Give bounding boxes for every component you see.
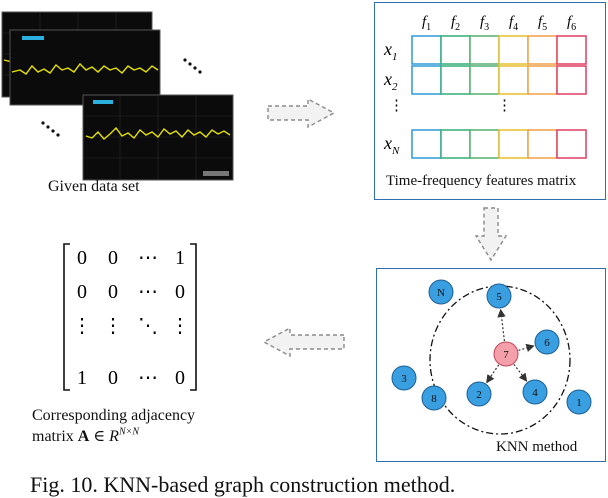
adjacency-cell: 0 (175, 281, 185, 303)
row-ellipsis: ⋮ (389, 98, 404, 114)
scope-screen-front (82, 94, 234, 181)
graph-node-label: 1 (576, 397, 582, 409)
graph-node-label: 6 (544, 337, 550, 349)
feature-matrix: f1 f2 f3 f4 f5 f6 x1 x2 xN ⋮ ⋮ (383, 14, 587, 159)
arrow-left (262, 326, 345, 358)
graph-node (391, 365, 417, 391)
scope-screen-middle (9, 29, 161, 106)
center-node (493, 341, 519, 367)
center-node-label: 7 (503, 349, 509, 361)
adjacency-cell: 1 (77, 367, 87, 389)
matrix-cell (556, 129, 587, 159)
matrix-cell (411, 65, 442, 95)
arrow-down (474, 207, 508, 262)
matrix-cell (498, 129, 529, 159)
knn-edge (513, 363, 528, 382)
knn-edge (497, 308, 506, 342)
caption-matrix-word: matrix (32, 428, 78, 445)
knn-caption: KNN method (496, 439, 578, 455)
dataset-caption: Given data set (48, 178, 140, 195)
caption-real-symbol: R (109, 428, 119, 445)
matrix-cell (556, 35, 587, 65)
adjacency-caption-line1: Corresponding adjacency (32, 407, 196, 424)
caption-in-symbol: ∈ (89, 428, 110, 445)
matrix-bracket-left (63, 243, 70, 391)
neighborhood-circle (429, 285, 571, 435)
row-label: x1 (383, 39, 398, 63)
matrix-cell (411, 129, 442, 159)
adjacency-cell: 0 (108, 367, 118, 389)
graph-node-label: 5 (496, 291, 502, 303)
row-label: xN (383, 133, 400, 157)
adjacency-caption-line2: matrix A ∈ RN×N (32, 426, 139, 446)
graph-node (466, 381, 492, 407)
dataset-figure (1, 11, 234, 181)
graph-node (522, 379, 548, 405)
matrix-cell (469, 129, 500, 159)
adjacency-cell: 0 (77, 281, 87, 303)
column-header: f6 (567, 14, 576, 33)
adjacency-cell: ⋮ (72, 315, 92, 337)
scope-waveform (85, 126, 231, 140)
knn-edge (486, 364, 500, 384)
graph-node-label: 2 (476, 389, 482, 401)
knn-edge (518, 343, 535, 352)
column-header: f3 (480, 14, 489, 33)
graph-node (428, 279, 454, 305)
dataset-ellipsis (41, 58, 202, 137)
column-header: f1 (422, 14, 431, 33)
adjacency-cell: 0 (175, 367, 185, 389)
adjacency-cell: 1 (175, 247, 185, 269)
adjacency-cell: 0 (108, 247, 118, 269)
adjacency-cell: ⋯ (138, 367, 158, 389)
matrix-cell (498, 65, 529, 95)
knn-graph: N 5 6 3 8 2 4 1 7 (391, 279, 592, 435)
scope-footer-label (203, 171, 229, 176)
graph-node-label: 3 (401, 373, 407, 385)
graph-node (486, 283, 512, 309)
adjacency-cell: 0 (108, 281, 118, 303)
graph-node (421, 385, 447, 411)
matrix-cell (556, 65, 587, 95)
feature-matrix-panel (374, 2, 606, 200)
column-header: f5 (538, 14, 547, 33)
matrix-cell (527, 65, 558, 95)
matrix-cell (440, 65, 471, 95)
matrix-cell (527, 35, 558, 65)
caption-matrix-symbol: A (77, 428, 90, 445)
adjacency-cell: ⋯ (138, 247, 158, 269)
adjacency-cell: 0 (77, 247, 87, 269)
arrow-right (267, 97, 336, 129)
matrix-cell (469, 65, 500, 95)
matrix-cell (527, 129, 558, 159)
graph-node (534, 329, 560, 355)
graph-node-label: 8 (431, 393, 437, 405)
caption-dimension: N×N (118, 426, 140, 438)
figure-caption: Fig. 10. KNN-based graph construction me… (30, 472, 456, 497)
graph-node-label: N (437, 287, 445, 299)
row-label: x2 (383, 69, 398, 93)
adjacency-cell: ⋯ (138, 281, 158, 303)
column-header: f4 (509, 14, 518, 33)
scope-waveform (11, 62, 159, 75)
adjacency-cell: ⋱ (138, 315, 158, 337)
knn-panel (376, 268, 606, 462)
matrix-cell (469, 35, 500, 65)
matrix-cell (440, 129, 471, 159)
matrix-cell (440, 35, 471, 65)
adjacency-cell: ⋮ (170, 315, 190, 337)
feature-matrix-caption: Time-frequency features matrix (386, 173, 577, 189)
graph-node-label: 4 (532, 387, 538, 399)
matrix-bracket-right (190, 243, 197, 391)
column-header: f2 (451, 14, 460, 33)
matrix-cell (411, 35, 442, 65)
matrix-cell (498, 35, 529, 65)
cell-ellipsis: ⋮ (497, 98, 512, 114)
adjacency-cell: ⋮ (103, 315, 123, 337)
graph-node (566, 389, 592, 415)
